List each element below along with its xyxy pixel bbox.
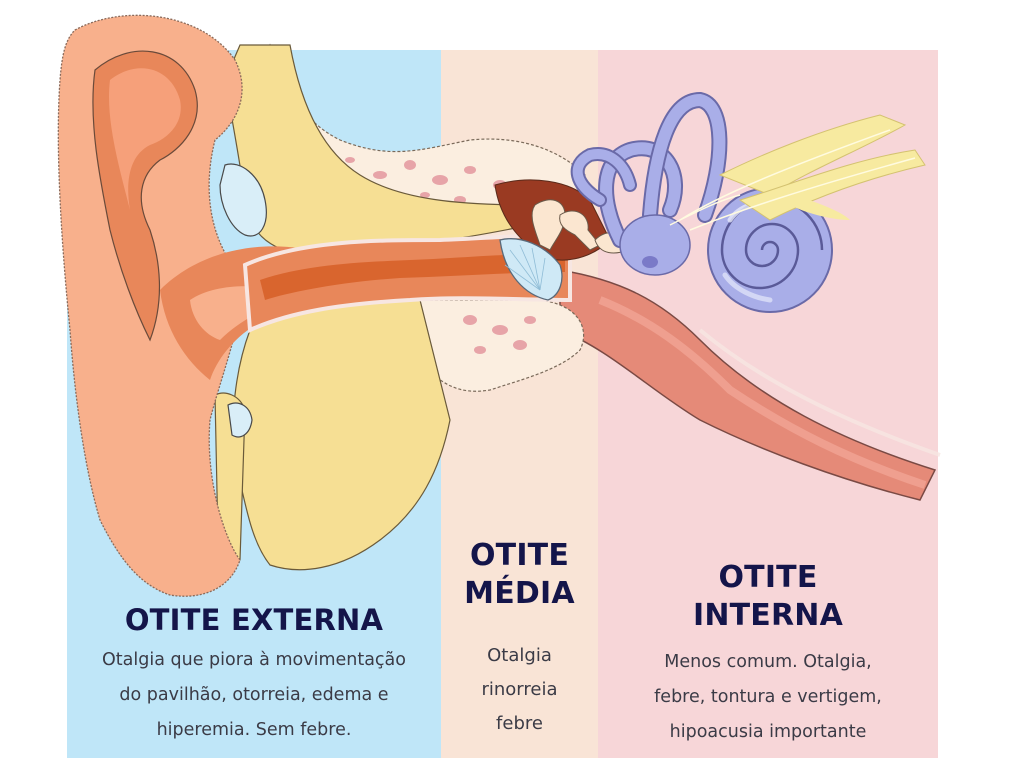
oval-window	[642, 256, 658, 268]
otite-media-description: Otalgia rinorreia febre	[441, 639, 598, 741]
eustachian-tube	[559, 269, 941, 501]
description-line: hiperemia. Sem febre.	[156, 720, 352, 740]
description-line: febre, tontura e vertigem,	[654, 687, 882, 707]
vestibule	[619, 214, 691, 276]
otite-media-title: OTITE MÉDIA	[441, 537, 598, 613]
description-line: febre	[496, 713, 543, 734]
otite-media-label: OTITE MÉDIA Otalgia rinorreia febre	[441, 537, 598, 741]
description-line: Otalgia que piora à movimentação	[102, 650, 406, 670]
otite-interna-label: OTITE INTERNA Menos comum. Otalgia, febr…	[598, 559, 938, 750]
otite-interna-description: Menos comum. Otalgia, febre, tontura e v…	[598, 645, 938, 750]
title-line: OTITE	[718, 560, 818, 595]
otite-externa-description: Otalgia que piora à movimentação do pavi…	[67, 643, 441, 748]
ear-canal	[242, 233, 572, 333]
description-line: Otalgia	[487, 645, 552, 666]
title-line: INTERNA	[692, 598, 844, 633]
description-line: do pavilhão, otorreia, edema e	[119, 685, 389, 705]
otite-externa-title: OTITE EXTERNA	[124, 603, 384, 637]
otite-interna-title: OTITE INTERNA	[598, 559, 938, 635]
otite-externa-label: OTITE EXTERNA Otalgia que piora à movime…	[67, 602, 441, 748]
description-line: Menos comum. Otalgia,	[664, 652, 872, 672]
title-line: MÉDIA	[464, 576, 575, 611]
semicircular-canals	[570, 91, 728, 248]
auditory-nerve	[669, 114, 926, 231]
description-line: hipoacusia importante	[669, 722, 867, 742]
eardrum	[499, 238, 563, 301]
pinna	[57, 14, 430, 597]
title-line: OTITE	[469, 538, 570, 573]
description-line: rinorreia	[481, 679, 558, 700]
cartilage	[214, 44, 531, 571]
